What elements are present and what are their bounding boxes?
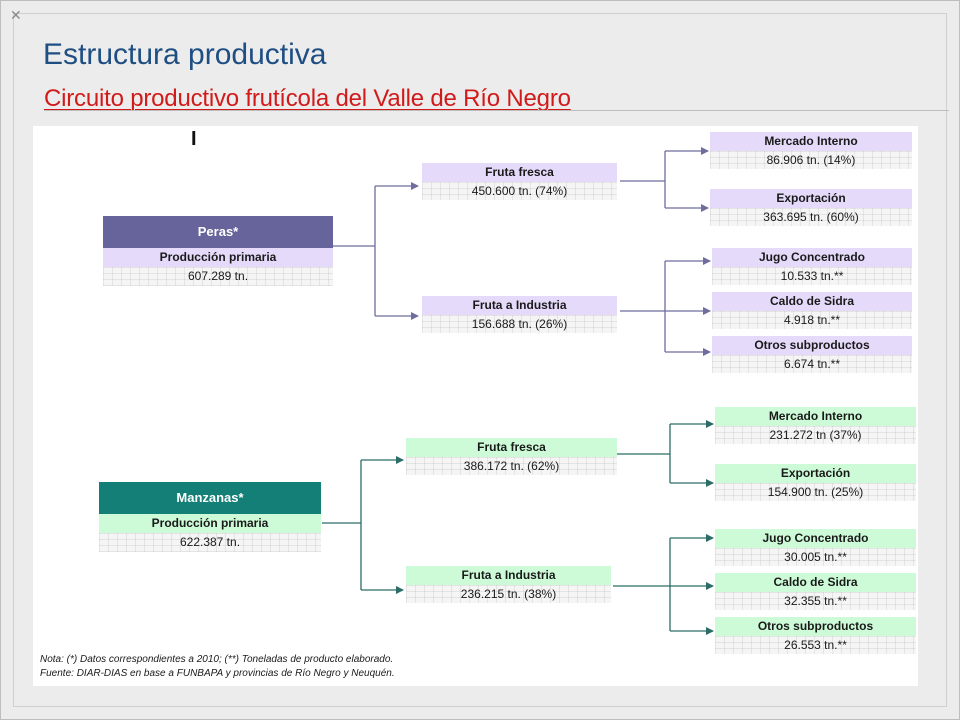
slide-subtitle: Circuito productivo frutícola del Valle … bbox=[44, 85, 571, 112]
pears-name: Peras* bbox=[103, 216, 333, 248]
apples-industry-box: Fruta a Industria 236.215 tn. (38%) bbox=[406, 566, 611, 603]
apples-byproducts-box: Otros subproductos 26.553 tn.** bbox=[715, 617, 916, 654]
apples-name: Manzanas* bbox=[99, 482, 321, 514]
apples-primary-label: Producción primaria bbox=[99, 514, 321, 533]
corner-x-icon: ✕ bbox=[10, 7, 22, 23]
dest-value: 154.900 tn. (25%) bbox=[715, 483, 916, 501]
dest-label: Jugo Concentrado bbox=[712, 248, 912, 267]
connector-lines bbox=[322, 147, 714, 635]
dest-value: 86.906 tn. (14%) bbox=[710, 151, 912, 169]
note-line: Nota: (*) Datos correspondientes a 2010;… bbox=[40, 654, 394, 665]
slide-inner-frame bbox=[13, 13, 947, 707]
dest-value: 32.355 tn.** bbox=[715, 592, 916, 610]
dest-value: 10.533 tn.** bbox=[712, 267, 912, 285]
apples-export-box: Exportación 154.900 tn. (25%) bbox=[715, 464, 916, 501]
diagram-footnote: Nota: (*) Datos correspondientes a 2010;… bbox=[40, 653, 395, 681]
dest-label: Caldo de Sidra bbox=[715, 573, 916, 592]
dest-label: Jugo Concentrado bbox=[715, 529, 916, 548]
pears-fresh-value: 450.600 tn. (74%) bbox=[422, 182, 617, 200]
dest-label: Mercado Interno bbox=[710, 132, 912, 151]
pears-primary-box: Peras* Producción primaria 607.289 tn. bbox=[103, 216, 333, 286]
pears-export-box: Exportación 363.695 tn. (60%) bbox=[710, 189, 912, 226]
dest-value: 6.674 tn.** bbox=[712, 355, 912, 373]
pears-cider-box: Caldo de Sidra 4.918 tn.** bbox=[712, 292, 912, 329]
dest-label: Mercado Interno bbox=[715, 407, 916, 426]
apples-cider-box: Caldo de Sidra 32.355 tn.** bbox=[715, 573, 916, 610]
dest-label: Otros subproductos bbox=[715, 617, 916, 636]
pears-primary-label: Producción primaria bbox=[103, 248, 333, 267]
apples-juice-box: Jugo Concentrado 30.005 tn.** bbox=[715, 529, 916, 566]
dest-label: Caldo de Sidra bbox=[712, 292, 912, 311]
pears-industry-value: 156.688 tn. (26%) bbox=[422, 315, 617, 333]
apples-internal-market-box: Mercado Interno 231.272 tn (37%) bbox=[715, 407, 916, 444]
apples-industry-value: 236.215 tn. (38%) bbox=[406, 585, 611, 603]
production-diagram: I bbox=[33, 126, 918, 686]
pears-juice-box: Jugo Concentrado 10.533 tn.** bbox=[712, 248, 912, 285]
apples-primary-box: Manzanas* Producción primaria 622.387 tn… bbox=[99, 482, 321, 552]
dest-label: Exportación bbox=[715, 464, 916, 483]
source-line: Fuente: DIAR-DIAS en base a FUNBAPA y pr… bbox=[40, 668, 395, 679]
dest-value: 26.553 tn.** bbox=[715, 636, 916, 654]
apples-industry-label: Fruta a Industria bbox=[406, 566, 611, 585]
pears-industry-box: Fruta a Industria 156.688 tn. (26%) bbox=[422, 296, 617, 333]
dest-label: Exportación bbox=[710, 189, 912, 208]
apples-fresh-value: 386.172 tn. (62%) bbox=[406, 457, 617, 475]
dest-value: 363.695 tn. (60%) bbox=[710, 208, 912, 226]
text-cursor-icon: I bbox=[191, 128, 197, 150]
dest-value: 30.005 tn.** bbox=[715, 548, 916, 566]
apples-fresh-label: Fruta fresca bbox=[406, 438, 617, 457]
dest-value: 231.272 tn (37%) bbox=[715, 426, 916, 444]
pears-internal-market-box: Mercado Interno 86.906 tn. (14%) bbox=[710, 132, 912, 169]
pears-fresh-label: Fruta fresca bbox=[422, 163, 617, 182]
pears-industry-label: Fruta a Industria bbox=[422, 296, 617, 315]
pears-byproducts-box: Otros subproductos 6.674 tn.** bbox=[712, 336, 912, 373]
slide-title: Estructura productiva bbox=[43, 38, 327, 71]
pears-fresh-box: Fruta fresca 450.600 tn. (74%) bbox=[422, 163, 617, 200]
subtitle-rule bbox=[44, 110, 949, 111]
dest-value: 4.918 tn.** bbox=[712, 311, 912, 329]
apples-primary-value: 622.387 tn. bbox=[99, 533, 321, 552]
apples-fresh-box: Fruta fresca 386.172 tn. (62%) bbox=[406, 438, 617, 475]
dest-label: Otros subproductos bbox=[712, 336, 912, 355]
pears-primary-value: 607.289 tn. bbox=[103, 267, 333, 286]
